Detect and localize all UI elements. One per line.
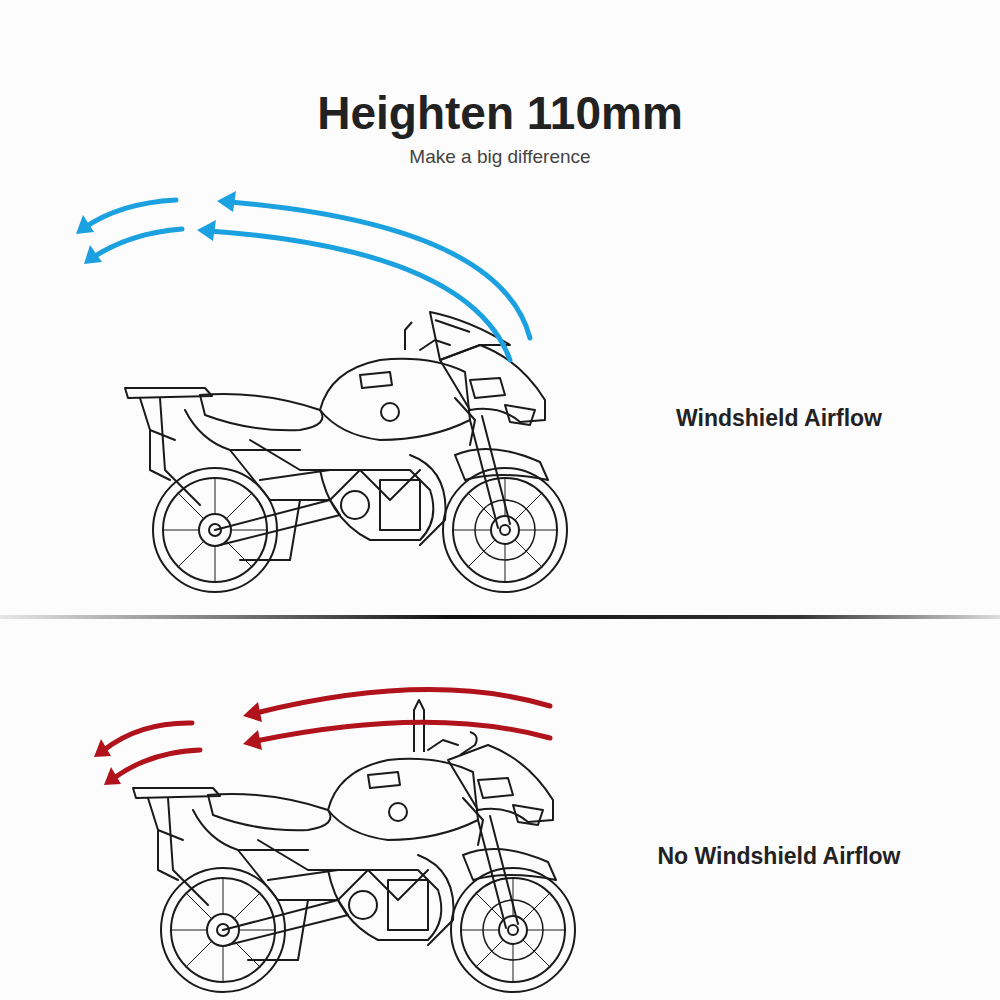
title: Heighten 110mm	[317, 86, 683, 140]
section-label: Windshield Airflow	[676, 405, 882, 432]
section-label: No Windshield Airflow	[658, 843, 901, 870]
subtitle: Make a big difference	[409, 146, 590, 168]
